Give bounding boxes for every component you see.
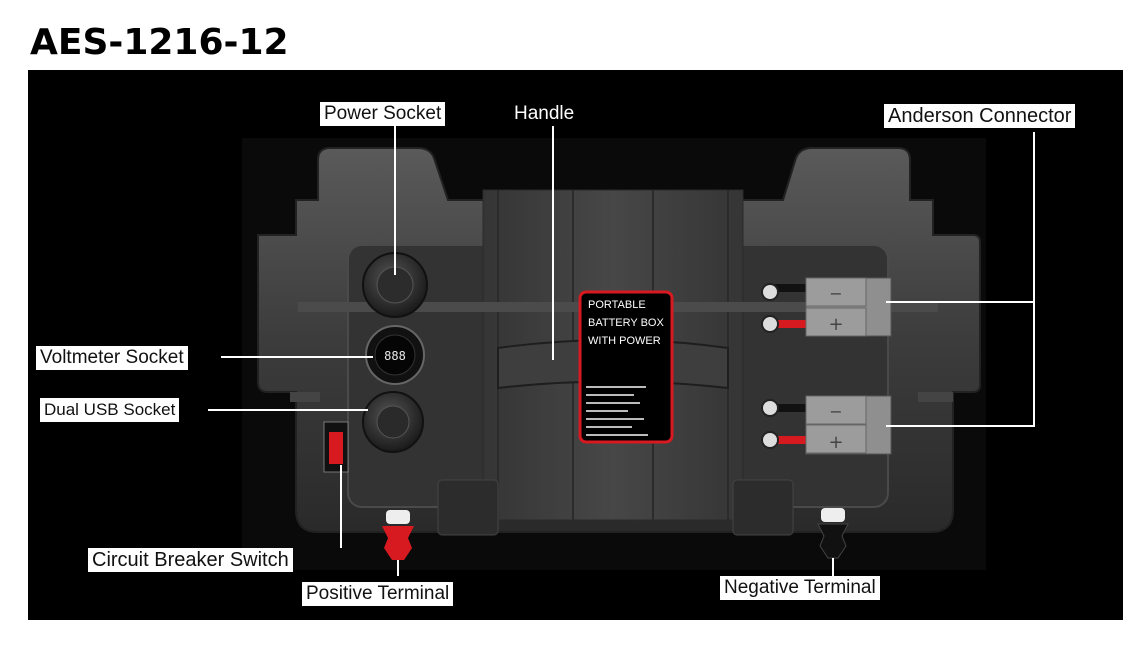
panel-line2: BATTERY BOX (588, 317, 664, 329)
label-power-socket: Power Socket (320, 102, 446, 126)
battery-box-illustration: 888 PORTABLE BATTERY BOX WITH POWER (28, 70, 1123, 620)
anderson-connector-bottom: − + (761, 395, 892, 455)
label-voltmeter-socket: Voltmeter Socket (36, 346, 188, 370)
leader-lines (208, 120, 1035, 576)
voltmeter-display: 888 (384, 349, 406, 363)
connector-bottom-positive-sign: + (828, 432, 843, 453)
info-panel: PORTABLE BATTERY BOX WITH POWER (578, 290, 674, 444)
circuit-breaker (323, 421, 349, 473)
power-socket (362, 252, 428, 318)
diagram-stage: 888 PORTABLE BATTERY BOX WITH POWER (28, 70, 1123, 620)
panel-line1: PORTABLE (588, 299, 646, 311)
label-dual-usb-socket: Dual USB Socket (40, 398, 180, 422)
connector-bottom-negative-sign: − (829, 402, 842, 421)
panel-line3: WITH POWER (588, 335, 661, 347)
label-negative-terminal: Negative Terminal (720, 576, 880, 600)
connector-top-positive-sign: + (828, 314, 843, 335)
label-circuit-breaker-switch: Circuit Breaker Switch (88, 548, 293, 572)
connector-top-negative-sign: − (829, 284, 842, 303)
page-title: AES-1216-12 (30, 22, 289, 63)
negative-terminal (817, 508, 849, 559)
voltmeter: 888 (365, 325, 425, 385)
anderson-connector-top: − + (761, 277, 892, 337)
label-anderson-connector: Anderson Connector (884, 104, 1076, 128)
label-handle: Handle (510, 102, 579, 126)
label-positive-terminal: Positive Terminal (302, 582, 454, 606)
usb-socket (362, 391, 424, 453)
positive-terminal (382, 510, 414, 560)
